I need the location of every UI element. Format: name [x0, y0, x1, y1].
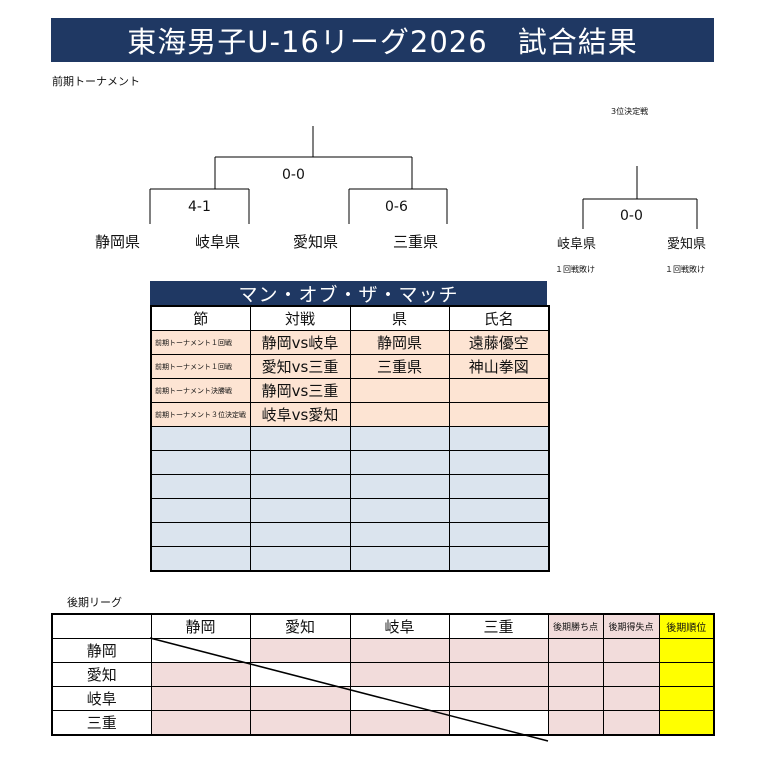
- mom-stage: 前期トーナメント決勝戦: [150, 378, 251, 403]
- mom-title: マン・オブ・ザ・マッチ: [150, 281, 547, 306]
- mom-player: [448, 402, 550, 427]
- table-row-empty: [150, 474, 550, 499]
- third-note-gifu: １回戦敗け: [555, 265, 595, 274]
- tournament-bracket: [149, 126, 698, 229]
- league-row-label: 静岡: [51, 638, 152, 663]
- league-header-row: 静岡 愛知 岐阜 三重 後期勝ち点 後期得失点 後期順位: [51, 613, 715, 639]
- third-team-aichi: 愛知県: [667, 237, 707, 252]
- league-table: 静岡 愛知 岐阜 三重 後期勝ち点 後期得失点 後期順位 静岡 愛知 岐阜 三重: [51, 613, 715, 736]
- table-row: 岐阜: [51, 686, 715, 711]
- third-place-label: 3位決定戦: [611, 107, 649, 116]
- team-mie: 三重県: [393, 233, 439, 251]
- team-gifu: 岐阜県: [195, 233, 241, 251]
- mom-col-pref: 県: [349, 305, 450, 331]
- league-label: 後期リーグ: [67, 596, 122, 609]
- mom-col-name: 氏名: [448, 305, 550, 331]
- mom-table: 節 対戦 県 氏名 前期トーナメント１回戦 静岡vs岐阜 静岡県 遠藤優空 前期…: [150, 305, 550, 572]
- final-score: 0-0: [282, 167, 305, 183]
- mom-match: 静岡vs岐阜: [249, 330, 351, 355]
- mom-col-round: 節: [150, 305, 251, 331]
- league-self-cell: [150, 638, 251, 663]
- league-corner: [51, 613, 152, 639]
- table-row-empty: [150, 522, 550, 547]
- league-self-cell: [249, 662, 351, 687]
- team-shizuoka: 静岡県: [95, 233, 141, 251]
- mom-match: 静岡vs三重: [249, 378, 351, 403]
- league-self-cell: [448, 710, 549, 736]
- table-row: 三重: [51, 710, 715, 736]
- table-row-empty: [150, 450, 550, 475]
- mom-pref: 静岡県: [349, 330, 450, 355]
- third-team-gifu: 岐阜県: [557, 237, 597, 252]
- third-place-score: 0-0: [620, 208, 643, 224]
- mom-player: 神山拳図: [448, 354, 550, 379]
- mom-player: 遠藤優空: [448, 330, 550, 355]
- mom-match: 岐阜vs愛知: [249, 402, 351, 427]
- league-col-shizuoka: 静岡: [150, 613, 251, 639]
- league-self-cell: [349, 686, 450, 711]
- league-row-label: 岐阜: [51, 686, 152, 711]
- mom-pref: 三重県: [349, 354, 450, 379]
- league-col-aichi: 愛知: [249, 613, 351, 639]
- third-note-aichi: １回戦敗け: [665, 265, 705, 274]
- table-row-empty: [150, 546, 550, 572]
- table-row: 前期トーナメント決勝戦 静岡vs三重: [150, 378, 550, 403]
- mom-stage: 前期トーナメント１回戦: [150, 354, 251, 379]
- mom-player: [448, 378, 550, 403]
- league-col-mie: 三重: [448, 613, 549, 639]
- first-half-label: 前期トーナメント: [52, 75, 140, 88]
- league-row-label: 三重: [51, 710, 152, 736]
- semi1-score: 4-1: [188, 199, 211, 215]
- league-col-rank: 後期順位: [658, 613, 715, 639]
- table-row: 前期トーナメント１回戦 静岡vs岐阜 静岡県 遠藤優空: [150, 330, 550, 355]
- table-row-empty: [150, 498, 550, 523]
- table-row: 前期トーナメント３位決定戦 岐阜vs愛知: [150, 402, 550, 427]
- mom-col-match: 対戦: [249, 305, 351, 331]
- league-col-goal-diff: 後期得失点: [602, 613, 660, 639]
- table-row: 前期トーナメント１回戦 愛知vs三重 三重県 神山拳図: [150, 354, 550, 379]
- semi2-score: 0-6: [385, 199, 408, 215]
- team-aichi: 愛知県: [293, 233, 339, 251]
- page-title: 東海男子U-16リーグ2026 試合結果: [51, 18, 714, 62]
- table-row: 静岡: [51, 638, 715, 663]
- table-row: 愛知: [51, 662, 715, 687]
- mom-stage: 前期トーナメント１回戦: [150, 330, 251, 355]
- league-row-label: 愛知: [51, 662, 152, 687]
- mom-stage: 前期トーナメント３位決定戦: [150, 402, 251, 427]
- mom-pref: [349, 378, 450, 403]
- league-col-gifu: 岐阜: [349, 613, 450, 639]
- league-col-points: 後期勝ち点: [547, 613, 604, 639]
- mom-header-row: 節 対戦 県 氏名: [150, 305, 550, 331]
- table-row-empty: [150, 426, 550, 451]
- mom-pref: [349, 402, 450, 427]
- mom-match: 愛知vs三重: [249, 354, 351, 379]
